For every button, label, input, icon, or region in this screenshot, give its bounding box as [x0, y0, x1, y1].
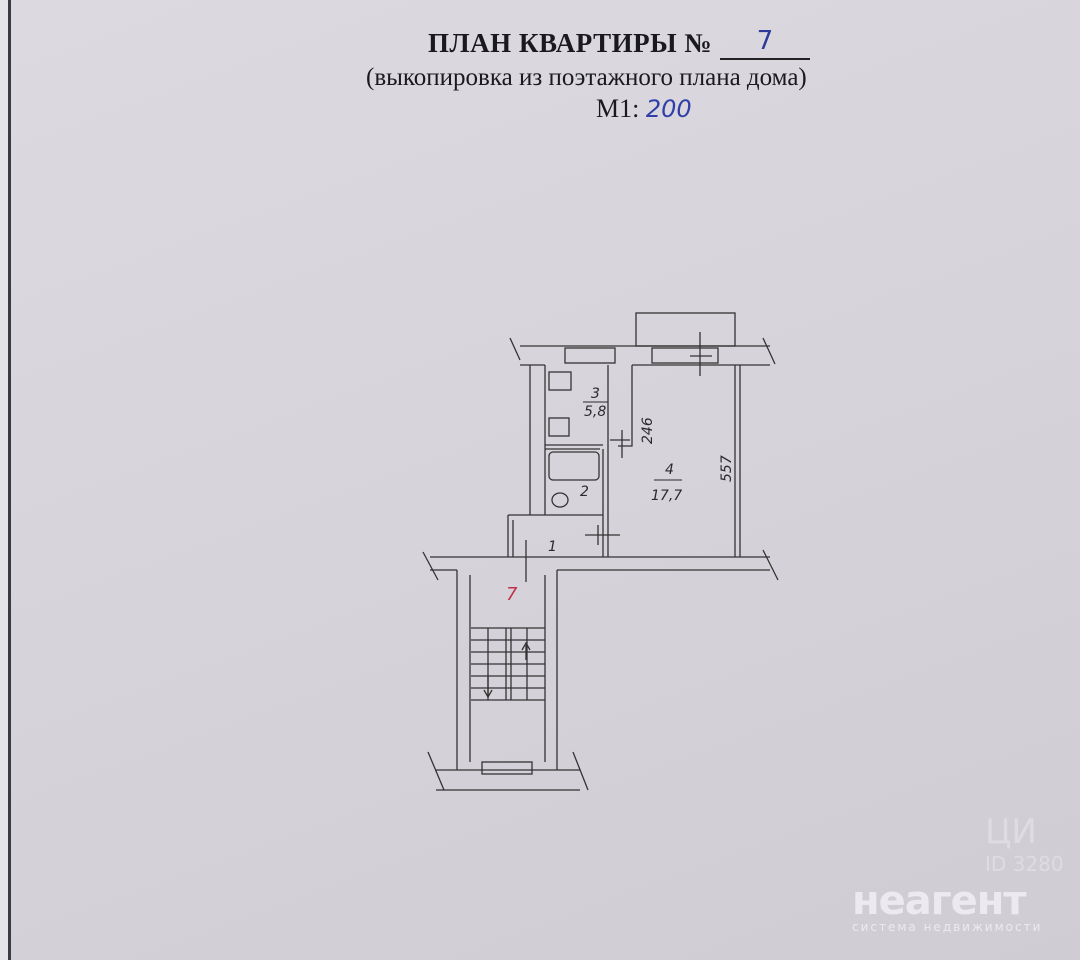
stair-steps [471, 627, 545, 701]
bathroom-walls [602, 365, 609, 557]
scale-line: М1: 200 [596, 94, 692, 124]
room-3-area: 5,8 [584, 404, 606, 420]
brand-tagline: система недвижимости [852, 920, 1043, 934]
document-title: ПЛАН КВАРТИРЫ № [428, 28, 712, 58]
dimension-ticks-stairwell [427, 751, 589, 791]
apartment-number: 7 [720, 26, 810, 60]
dimension-557: 557 [719, 455, 735, 482]
document-subtitle: (выкопировка из поэтажного плана дома) [366, 64, 807, 91]
window-room [651, 347, 719, 364]
toilet-icon [551, 492, 569, 508]
arrow-down-icon [483, 676, 493, 699]
page-border-line [8, 0, 11, 960]
corridor-walls [507, 514, 620, 557]
dimension-246: 246 [640, 417, 656, 444]
top-wall [520, 345, 770, 366]
brand-watermark: неагент [852, 878, 1027, 924]
sink-icon [548, 417, 570, 437]
stairs [471, 627, 545, 701]
room-3-number: 3 [591, 386, 600, 402]
room-4-number: 4 [665, 462, 674, 478]
stair-number: 7 [506, 584, 518, 605]
dimension-ticks-bottom [422, 540, 779, 582]
stairwell-walls [436, 570, 580, 791]
scale-value: 200 [645, 95, 692, 123]
partner-watermark: ЦИ [985, 812, 1037, 852]
room-2-number: 2 [580, 484, 589, 500]
balcony [635, 312, 736, 347]
room-1-number: 1 [548, 539, 557, 555]
room-4-area: 17,7 [651, 488, 682, 504]
dimension-ticks-top [509, 332, 776, 376]
room-right-wall [734, 365, 741, 557]
kitchen-door-mark [610, 430, 630, 458]
window-kitchen [564, 347, 616, 364]
kitchen-walls [529, 365, 633, 515]
stove-icon [548, 371, 572, 391]
page-edge [0, 0, 8, 960]
bathtub-icon [548, 451, 600, 481]
arrow-up-icon [521, 641, 531, 660]
partner-id-watermark: ID 3280 [985, 852, 1064, 876]
stairwell-window [481, 761, 533, 775]
scale-label: М1: [596, 94, 640, 123]
bottom-wall [430, 556, 770, 571]
